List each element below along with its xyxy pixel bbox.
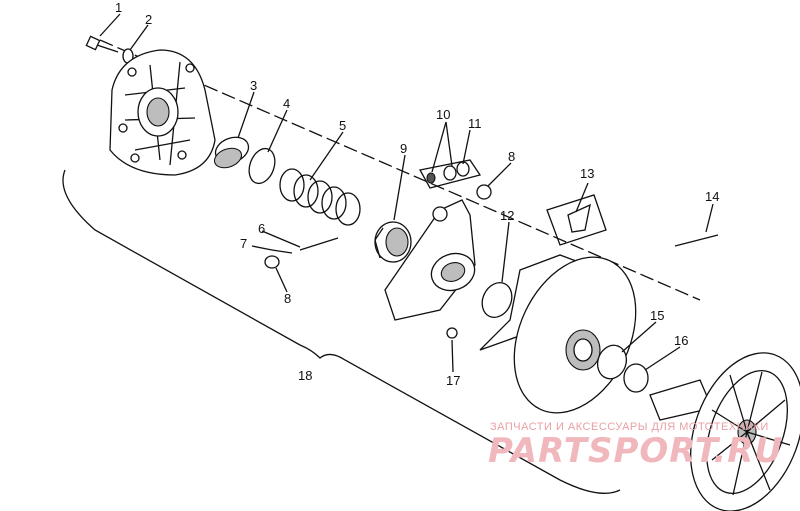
callout-17: 17 (446, 373, 460, 388)
callout-8-lower: 8 (284, 291, 291, 306)
part-9-bearing (374, 221, 412, 263)
group-18-bracket (62, 169, 621, 494)
part-17-screw (446, 327, 458, 339)
callout-13: 13 (580, 166, 594, 181)
spider-arm (384, 199, 476, 321)
fixed-sheave (649, 352, 800, 511)
part-7-pin (271, 249, 293, 254)
callout-14: 14 (705, 189, 719, 204)
callout-9: 9 (400, 141, 407, 156)
part-6-pin (299, 237, 339, 251)
callout-8-upper: 8 (508, 149, 515, 164)
callout-3: 3 (250, 78, 257, 93)
callout-4: 4 (283, 96, 290, 111)
callout-16: 16 (674, 333, 688, 348)
part-13-clip (546, 194, 607, 246)
part-10-11-nut-washers (418, 159, 482, 189)
callout-10: 10 (436, 107, 450, 122)
part-5-spring (279, 168, 361, 226)
callout-5: 5 (339, 118, 346, 133)
part-14-shaft (674, 234, 719, 247)
callout-11: 11 (468, 116, 482, 131)
callout-12: 12 (500, 208, 514, 223)
cover-plate (109, 49, 216, 176)
callout-6: 6 (258, 221, 265, 236)
callout-15: 15 (650, 308, 664, 323)
callout-2: 2 (145, 12, 152, 27)
part-1-bolt (85, 35, 119, 53)
callout-1: 1 (115, 0, 122, 15)
watermark-tagline: ЗАПЧАСТИ И АКСЕССУАРЫ ДЛЯ МОТОТЕХНИКИ (490, 421, 769, 433)
part-8-roller-upper (476, 184, 492, 200)
part-15-bushing (596, 344, 628, 380)
callout-7: 7 (240, 236, 247, 251)
part-4-snap-ring (248, 147, 276, 185)
callout-18: 18 (298, 368, 312, 383)
part-16-washer (623, 363, 649, 393)
watermark-logo: PARTSPORT.RU (488, 431, 783, 471)
movable-sheave (479, 254, 637, 414)
part-12-o-ring (481, 281, 513, 319)
part-8-roller-lower (264, 255, 280, 269)
leader-lines (99, 13, 714, 373)
part-3-bushing (213, 136, 250, 169)
